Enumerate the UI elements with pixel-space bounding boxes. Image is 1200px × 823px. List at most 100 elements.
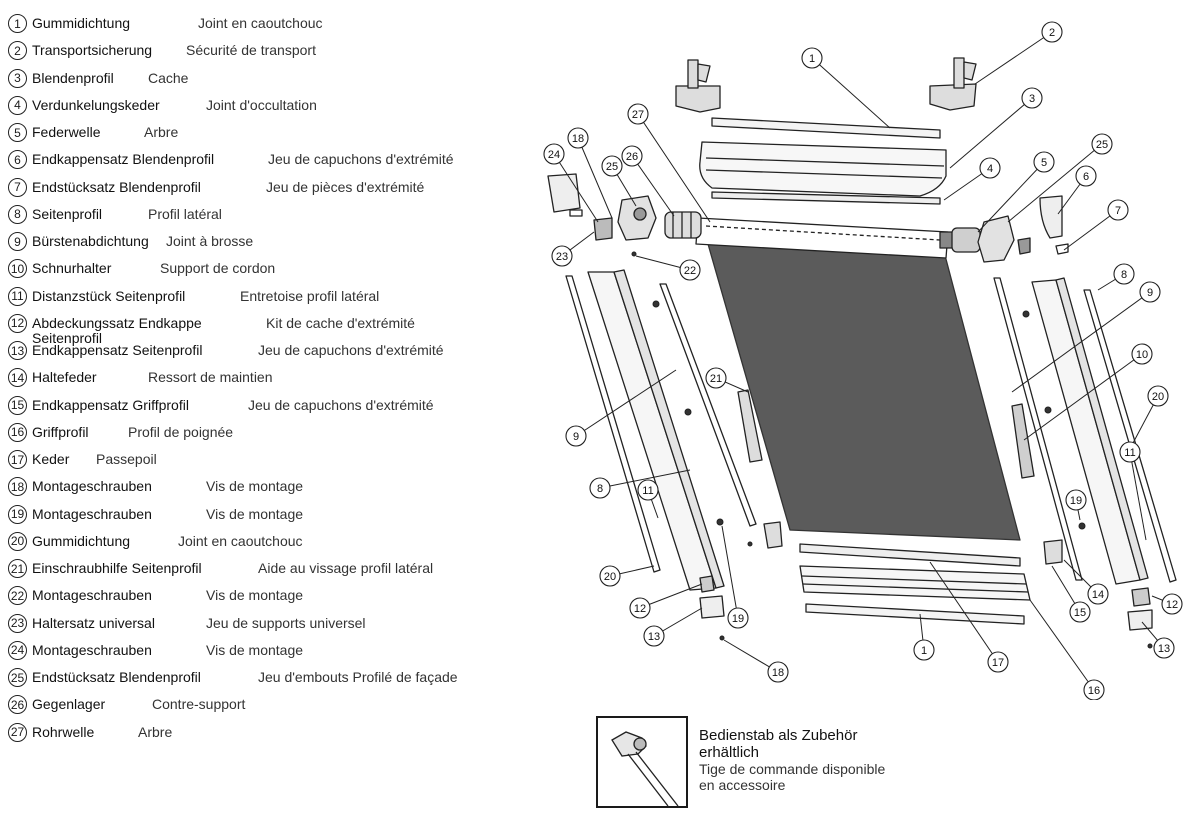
legend-number: 1 [8,14,27,33]
accessory-note: Bedienstab als Zubehör erhältlich Tige d… [699,727,885,793]
legend-fr-label: Profil de poignée [128,423,234,440]
accessory-de-line1: Bedienstab als Zubehör [699,727,858,744]
callout-leader-line [639,583,703,609]
legend-number: 20 [8,531,27,551]
callout-leader-line [637,113,711,223]
callout-number: 17 [992,657,1004,669]
callout-number: 10 [1136,349,1148,361]
callout-leader-line [949,97,1033,169]
keder-bottom [799,543,1021,567]
callout-marker: 27 [627,103,649,125]
legend-de-label: Abdeckungssatz Endkappe [32,314,202,331]
legend-de-label: Haltefeder [32,369,97,386]
legend-de-label: Endkappensatz Griffprofil [32,396,189,413]
legend-fr-label: Kit de cache d'extrémité [266,314,415,331]
legend-de-label: Griffprofil [32,423,89,440]
blackout-keder [711,191,941,205]
legend-de-label: Haltersatz universal [32,614,155,631]
counter-bearing-part [664,211,702,239]
legend-fr-label: Support de cordon [160,260,276,277]
callout-number: 1 [921,645,927,657]
callout-number: 4 [987,163,993,175]
callout-marker: 12 [629,597,651,619]
legend-de-label: Endkappensatz Blendenprofil [32,151,215,168]
legend-number: 25 [8,668,27,687]
callout-marker: 22 [679,259,701,281]
callout-number: 23 [556,251,568,263]
side-profile-right [1031,279,1141,585]
legend-number: 11 [8,286,27,306]
legend-de-label: Endstücksatz Blendenprofil [32,669,201,685]
rubber-seal-right [1083,289,1177,583]
callout-marker: 25 [1091,133,1113,155]
callout-leader-line [1007,143,1103,223]
callout-marker: 21 [705,367,727,389]
callout-marker: 1 [913,639,935,661]
callout-number: 12 [1166,599,1178,611]
rubber-seal-left [565,275,661,573]
callout-marker: 19 [727,607,749,629]
legend-number: 9 [8,232,27,251]
legend-fr-label: Joint d'occultation [206,96,317,113]
legend-number: 5 [8,123,27,142]
callout-marker: 17 [987,651,1009,673]
legend-number: 16 [8,422,27,442]
legend-fr-label: Sécurité de transport [186,42,316,59]
legend-number: 22 [8,586,27,606]
callout-number: 14 [1092,589,1104,601]
legend-fr-label: Ressort de maintien [148,369,273,386]
legend-item: 12 Abdeckungssatz Endkappe Kit de cache d'… [8,313,568,345]
callout-leader-line [1029,599,1095,691]
callout-marker: 11 [637,479,659,501]
callout-leader-line [577,137,613,219]
transport-lock-right [929,57,977,111]
callout-leader-line [1129,451,1147,541]
callout-number: 21 [710,373,722,385]
brush-seal-left [659,283,757,527]
legend-fr-label: Entretoise profil latéral [240,287,380,304]
legend-de-label: Gummidichtung [32,15,131,31]
callout-number: 18 [572,133,584,145]
legend-number: 12 [8,313,27,333]
legend-de-label: Transportsicherung [32,42,153,59]
callout-number: 20 [604,571,616,583]
callout-leader-line [721,525,739,619]
callout-number: 6 [1083,171,1089,183]
spring-shaft-end [939,227,981,253]
legend-de-label: Keder [32,451,70,467]
legend-de-label: Distanzstück Seitenprofil [32,287,186,304]
callout-leader-line [977,161,1045,233]
legend-number: 27 [8,722,27,742]
callout-marker: 10 [1131,343,1153,365]
legend-number: 15 [8,395,27,415]
end-cap-handle-right [1043,539,1063,565]
callout-number: 5 [1041,157,1047,169]
legend-number: 13 [8,341,27,360]
callout-leader-line [599,469,691,489]
legend-fr-label: Aide au vissage profil latéral [258,560,434,576]
callout-marker: 20 [599,565,621,587]
callout-marker: 3 [1021,87,1043,109]
end-cap-right [1039,195,1063,239]
callout-number: 8 [1121,269,1127,281]
callout-leader-line [811,57,891,129]
legend-number: 21 [8,559,27,578]
callout-number: 1 [809,53,815,65]
callout-number: 26 [626,151,638,163]
legend-number: 6 [8,150,27,170]
roller-blind-fabric [707,243,1021,541]
legend-fr-label: Vis de montage [206,505,304,522]
callout-leader-line [1011,291,1151,393]
callout-number: 20 [1152,391,1164,403]
legend-fr-label: Cache [148,69,189,86]
callout-marker: 1 [801,47,823,69]
